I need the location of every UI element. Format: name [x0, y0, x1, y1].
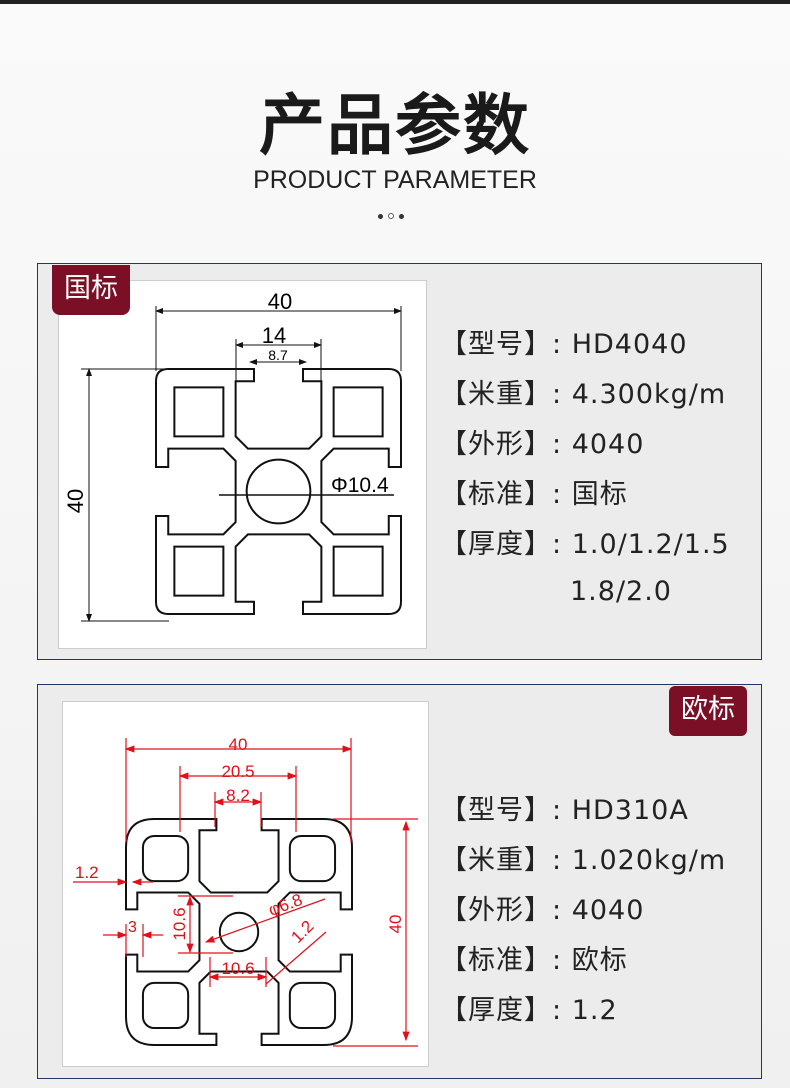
- spec-row-shape: 【外形】: 4040: [440, 886, 726, 936]
- dim-wall: 1.2: [75, 863, 99, 882]
- dot-icon: [388, 213, 394, 219]
- profile-diagram-eu: 40 20.5 8.2 1.2 3 10.6 10.6 φ6.8 1.2 40: [73, 735, 418, 1066]
- spec-row-model: 【型号】: HD310A: [440, 786, 726, 836]
- product-card-eu: 40 20.5 8.2 1.2 3 10.6 10.6 φ6.8 1.2 40 …: [37, 684, 762, 1079]
- spec-key: 【型号】:: [440, 329, 563, 360]
- standard-badge: 国标: [52, 265, 130, 315]
- spec-row-weight: 【米重】: 1.020kg/m: [440, 836, 726, 886]
- decorative-dots: [378, 213, 404, 219]
- spec-row-standard: 【标准】: 国标: [440, 470, 730, 520]
- spec-key: 【型号】:: [440, 795, 563, 826]
- product-card-gb: 40 14 8.7 Φ10.4 40 国标 【型号】: HD4040 【米重】:…: [37, 263, 762, 660]
- spec-value: 国标: [571, 479, 628, 510]
- spec-row-thickness: 【厚度】: 1.0/1.2/1.5: [440, 520, 730, 570]
- spec-list: 【型号】: HD4040 【米重】: 4.300kg/m 【外形】: 4040 …: [440, 320, 730, 618]
- dim-slot: 20.5: [221, 762, 254, 781]
- dim-slot: 14: [262, 323, 286, 348]
- page-subtitle: PRODUCT PARAMETER: [253, 166, 537, 194]
- dim-hole: φ6.8: [266, 890, 305, 920]
- spec-row-thickness: 【厚度】: 1.2: [440, 986, 726, 1036]
- spec-row-weight: 【米重】: 4.300kg/m: [440, 370, 730, 420]
- spec-row-standard: 【标准】: 欧标: [440, 936, 726, 986]
- dot-icon: [378, 213, 383, 219]
- spec-value: HD310A: [571, 795, 689, 826]
- spec-key: 【厚度】:: [440, 995, 563, 1026]
- dim-lip: 3: [128, 919, 137, 936]
- spec-list: 【型号】: HD310A 【米重】: 1.020kg/m 【外形】: 4040 …: [440, 786, 726, 1036]
- spec-thickness-continuation: 1.8/2.0: [570, 576, 672, 607]
- dim-opening: 8.7: [268, 347, 288, 363]
- dim-opening: 8.2: [226, 786, 250, 805]
- standard-badge: 欧标: [669, 686, 747, 736]
- spec-key: 【外形】:: [440, 429, 563, 460]
- profile-diagram-gb: 40 14 8.7 Φ10.4 40: [63, 289, 426, 622]
- spec-value: HD4040: [571, 329, 688, 360]
- dim-web: 1.2: [287, 917, 317, 947]
- spec-value: 1.2: [571, 995, 618, 1026]
- dim-width: 40: [229, 735, 248, 754]
- page-title: 产品参数: [259, 87, 531, 164]
- top-bar: [0, 0, 790, 4]
- dim-width: 40: [268, 289, 292, 314]
- spec-value: 1.020kg/m: [571, 845, 727, 876]
- dim-core-vertical: 10.6: [170, 907, 189, 940]
- dim-height: 40: [63, 489, 88, 513]
- spec-key: 【标准】:: [440, 479, 563, 510]
- profile-drawing: 40 20.5 8.2 1.2 3 10.6 10.6 φ6.8 1.2 40: [62, 701, 429, 1067]
- dot-icon: [399, 213, 404, 219]
- dim-core-horizontal: 10.6: [221, 959, 254, 978]
- dim-height: 40: [386, 915, 405, 934]
- dim-hole: Φ10.4: [331, 474, 389, 497]
- spec-value: 4040: [571, 429, 645, 460]
- spec-key: 【米重】:: [440, 845, 563, 876]
- spec-key: 【标准】:: [440, 945, 563, 976]
- spec-value: 1.0/1.2/1.5: [571, 529, 730, 560]
- profile-drawing: 40 14 8.7 Φ10.4 40: [58, 280, 427, 649]
- spec-value: 欧标: [571, 945, 628, 976]
- spec-key: 【米重】:: [440, 379, 563, 410]
- spec-value: 4040: [571, 895, 645, 926]
- spec-row-shape: 【外形】: 4040: [440, 420, 730, 470]
- spec-key: 【厚度】:: [440, 529, 563, 560]
- spec-value: 4.300kg/m: [571, 379, 727, 410]
- spec-row-model: 【型号】: HD4040: [440, 320, 730, 370]
- spec-key: 【外形】:: [440, 895, 563, 926]
